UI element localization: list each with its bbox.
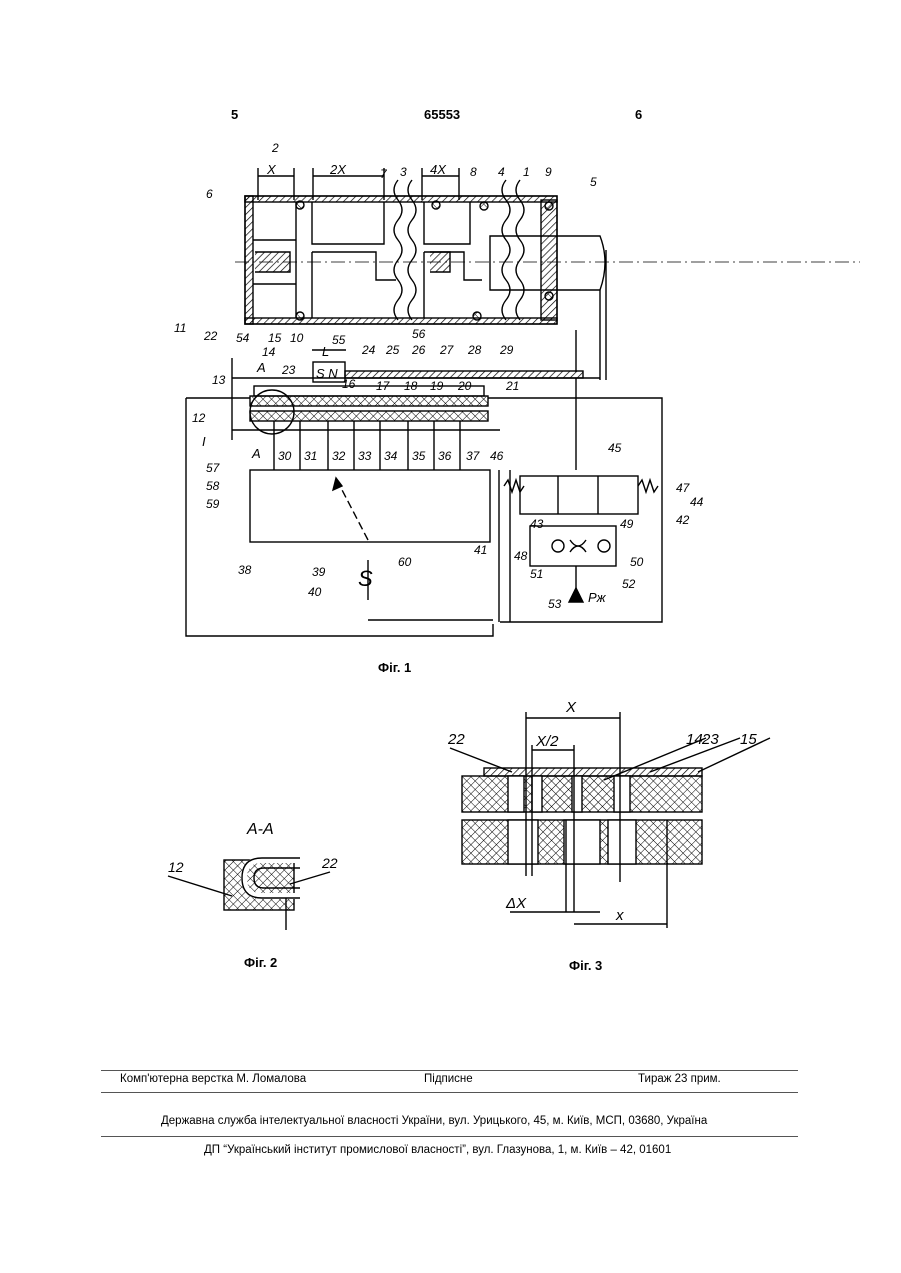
footer-layout-credit: Комп'ютерна верстка М. Ломалова <box>120 1073 306 1085</box>
footer-institute: ДП “Український інститут промислової вла… <box>204 1144 671 1156</box>
label-22: 22 <box>447 731 465 748</box>
dim-x-top: X <box>565 699 577 716</box>
label-23: 23 <box>701 731 719 748</box>
figure-2-caption: Фіг. 2 <box>244 955 277 970</box>
label-15: 15 <box>740 731 757 748</box>
dim-delta-x: ΔX <box>505 895 527 912</box>
footer-circulation: Тираж 23 прим. <box>638 1073 721 1085</box>
footer-office: Державна служба інтелектуальної власност… <box>161 1115 707 1127</box>
footer-rule-bottom <box>101 1136 798 1137</box>
figure-3-caption: Фіг. 3 <box>569 958 602 973</box>
label-14: 14 <box>686 731 703 748</box>
footer-rule-middle <box>101 1092 798 1093</box>
footer-rule-top <box>101 1070 798 1071</box>
footer-signed: Підписне <box>424 1073 473 1085</box>
dim-x-bottom: x <box>615 907 624 924</box>
figure-1-caption: Фіг. 1 <box>378 660 411 675</box>
dim-x-half: X/2 <box>535 733 559 750</box>
